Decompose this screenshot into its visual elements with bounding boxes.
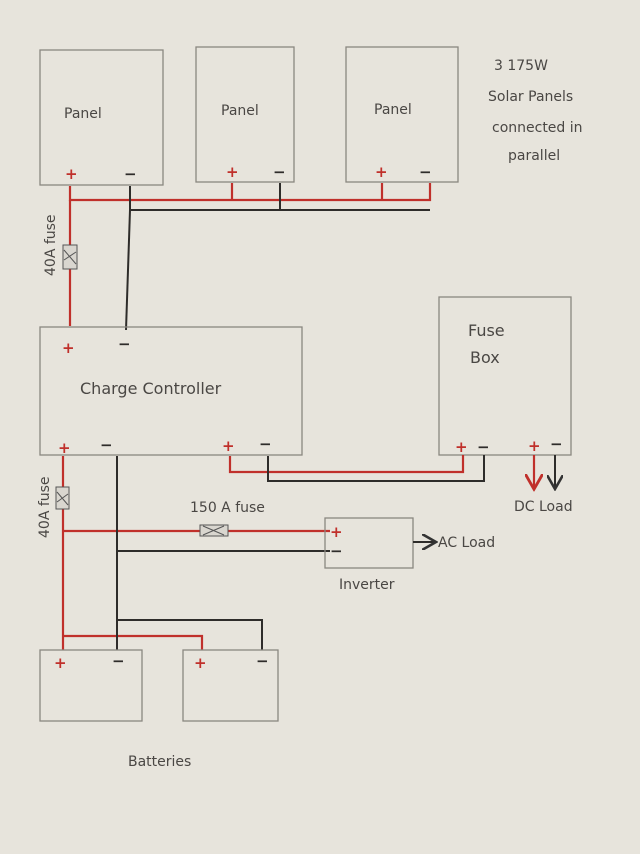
battery-negative-wiring	[116, 456, 330, 650]
controller-panel-negative: −	[118, 335, 131, 353]
fuse-box-out-positive: +	[528, 437, 541, 455]
panels-note-line: parallel	[508, 148, 560, 164]
panel-positive-wiring	[68, 183, 432, 326]
fuse-box-in-positive: +	[455, 438, 468, 456]
controller-battery-positive: +	[58, 439, 71, 457]
battery-negative-terminal: −	[256, 652, 269, 670]
battery-negative-terminal: −	[112, 652, 125, 670]
fuse-box: Fuse Box + − + −	[438, 296, 572, 456]
fuse-150a-mark	[202, 525, 225, 536]
inverter-positive: +	[330, 523, 343, 541]
battery-positive-terminal: +	[54, 654, 67, 672]
panels-note-line: connected in	[492, 120, 583, 136]
load-positive-wire	[228, 455, 465, 474]
load-negative-wire	[267, 455, 485, 482]
fuse-box-in-negative: −	[477, 438, 490, 456]
fuse-box-out-negative: −	[550, 435, 563, 453]
panel-positive-terminal: +	[375, 163, 388, 181]
controller-battery-negative: −	[100, 436, 113, 454]
fuse-box-label: Box	[470, 348, 500, 367]
inverter: + − Inverter	[324, 517, 414, 593]
panels-note-line: Solar Panels	[488, 89, 573, 105]
controller-load-positive: +	[222, 437, 235, 455]
panel-label: Panel	[374, 102, 412, 118]
panel-negative-terminal: −	[419, 163, 432, 181]
battery-positive-terminal: +	[194, 654, 207, 672]
panel-negative-terminal: −	[273, 163, 286, 181]
panel-negative-terminal: −	[124, 165, 137, 183]
solar-panel-2: Panel + −	[195, 46, 295, 183]
charge-controller: + − Charge Controller + − + −	[39, 326, 303, 457]
battery-1: + −	[39, 649, 143, 722]
panel-label: Panel	[221, 103, 259, 119]
panels-note: 3 175W Solar Panels connected in paralle…	[488, 58, 583, 164]
fuse-40a-top-mark	[63, 249, 77, 265]
charge-controller-label: Charge Controller	[80, 379, 222, 398]
solar-panel-1: Panel + −	[39, 49, 164, 186]
fuse-40a-mid-mark	[56, 491, 69, 506]
controller-load-negative: −	[259, 435, 272, 453]
fuse-40a-top-label: 40A fuse	[43, 214, 59, 276]
solar-panel-3: Panel + −	[345, 46, 459, 183]
batteries-label: Batteries	[128, 754, 191, 770]
inverter-negative: −	[330, 542, 343, 560]
fuse-box-label: Fuse	[468, 321, 505, 340]
ac-load-label: AC Load	[438, 535, 495, 551]
controller-panel-positive: +	[62, 339, 75, 357]
panel-positive-terminal: +	[226, 163, 239, 181]
panels-note-line: 3 175W	[494, 58, 548, 74]
battery-2: + −	[182, 649, 279, 722]
fuse-150a-label: 150 A fuse	[190, 500, 265, 516]
fuse-40a-mid-label: 40A fuse	[37, 476, 53, 538]
panel-positive-terminal: +	[65, 165, 78, 183]
panel-negative-wiring	[125, 183, 430, 331]
panel-label: Panel	[64, 106, 102, 122]
dc-load-label: DC Load	[514, 499, 573, 515]
inverter-label: Inverter	[339, 577, 395, 593]
